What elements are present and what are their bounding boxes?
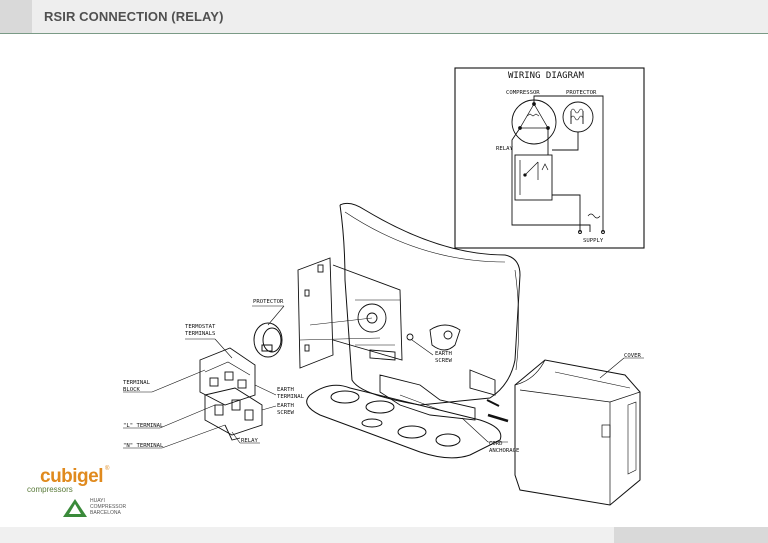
callout-earth-terminal-2: TERMINAL <box>277 394 305 400</box>
wiring-diagram-title: WIRING DIAGRAM <box>508 71 584 81</box>
header-bar <box>0 0 768 34</box>
logo-brand: cubigel <box>40 466 104 487</box>
callout-earth-screw-3: EARTH <box>277 403 294 409</box>
callout-earth-screw-4: SCREW <box>277 410 294 416</box>
label-relay-wd: RELAY <box>496 146 513 152</box>
callout-earth-screw-1: EARTH <box>435 351 452 357</box>
earth-and-cord-parts <box>369 324 509 423</box>
logo-registered: ® <box>105 466 110 472</box>
callout-earth-screw-2: SCREW <box>435 358 452 364</box>
callout-cover: COVER <box>624 353 641 359</box>
huayi-triangle-icon <box>63 499 87 517</box>
page-title: RSIR CONNECTION (RELAY) <box>44 9 224 24</box>
label-supply: SUPPLY <box>583 238 604 244</box>
callout-l-terminal: "L" TERMINAL <box>123 423 164 429</box>
leader-lines <box>123 305 644 449</box>
logo-company-1: HUAYI <box>90 498 105 504</box>
wiring-diagram <box>454 67 645 249</box>
cubigel-logo: cubigel ® compressors HUAYI COMPRESSOR B… <box>26 466 136 526</box>
cover-part <box>514 359 641 506</box>
callout-protector: PROTECTOR <box>253 299 284 305</box>
label-protector-wd: PROTECTOR <box>566 90 597 96</box>
footer-accent <box>614 527 768 543</box>
compressor-shell <box>306 202 521 459</box>
callout-terminal-block-2: BLOCK <box>123 387 140 393</box>
callout-cord-anchorage-2: ANCHORAGE <box>489 448 520 454</box>
callout-terminal-block-1: TERMINAL <box>123 380 151 386</box>
callout-n-terminal: "N" TERMINAL <box>123 443 164 449</box>
logo-subtitle: compressors <box>27 485 73 494</box>
relay-block <box>199 347 263 441</box>
footer-bar <box>0 527 768 543</box>
header-accent <box>0 0 32 33</box>
callout-earth-terminal-1: EARTH <box>277 387 294 393</box>
callout-relay: RELAY <box>241 438 258 444</box>
callout-cord-anchorage-1: CORD <box>489 441 503 447</box>
logo-company-2: COMPRESSOR <box>90 504 127 510</box>
terminal-bracket <box>297 257 403 369</box>
protector-part <box>253 322 283 358</box>
label-compressor: COMPRESSOR <box>506 90 540 96</box>
logo-company-3: BARCELONA <box>90 510 121 516</box>
callout-termostat-1: TERMOSTAT <box>185 324 216 330</box>
callout-termostat-2: TERMINALS <box>185 331 215 337</box>
